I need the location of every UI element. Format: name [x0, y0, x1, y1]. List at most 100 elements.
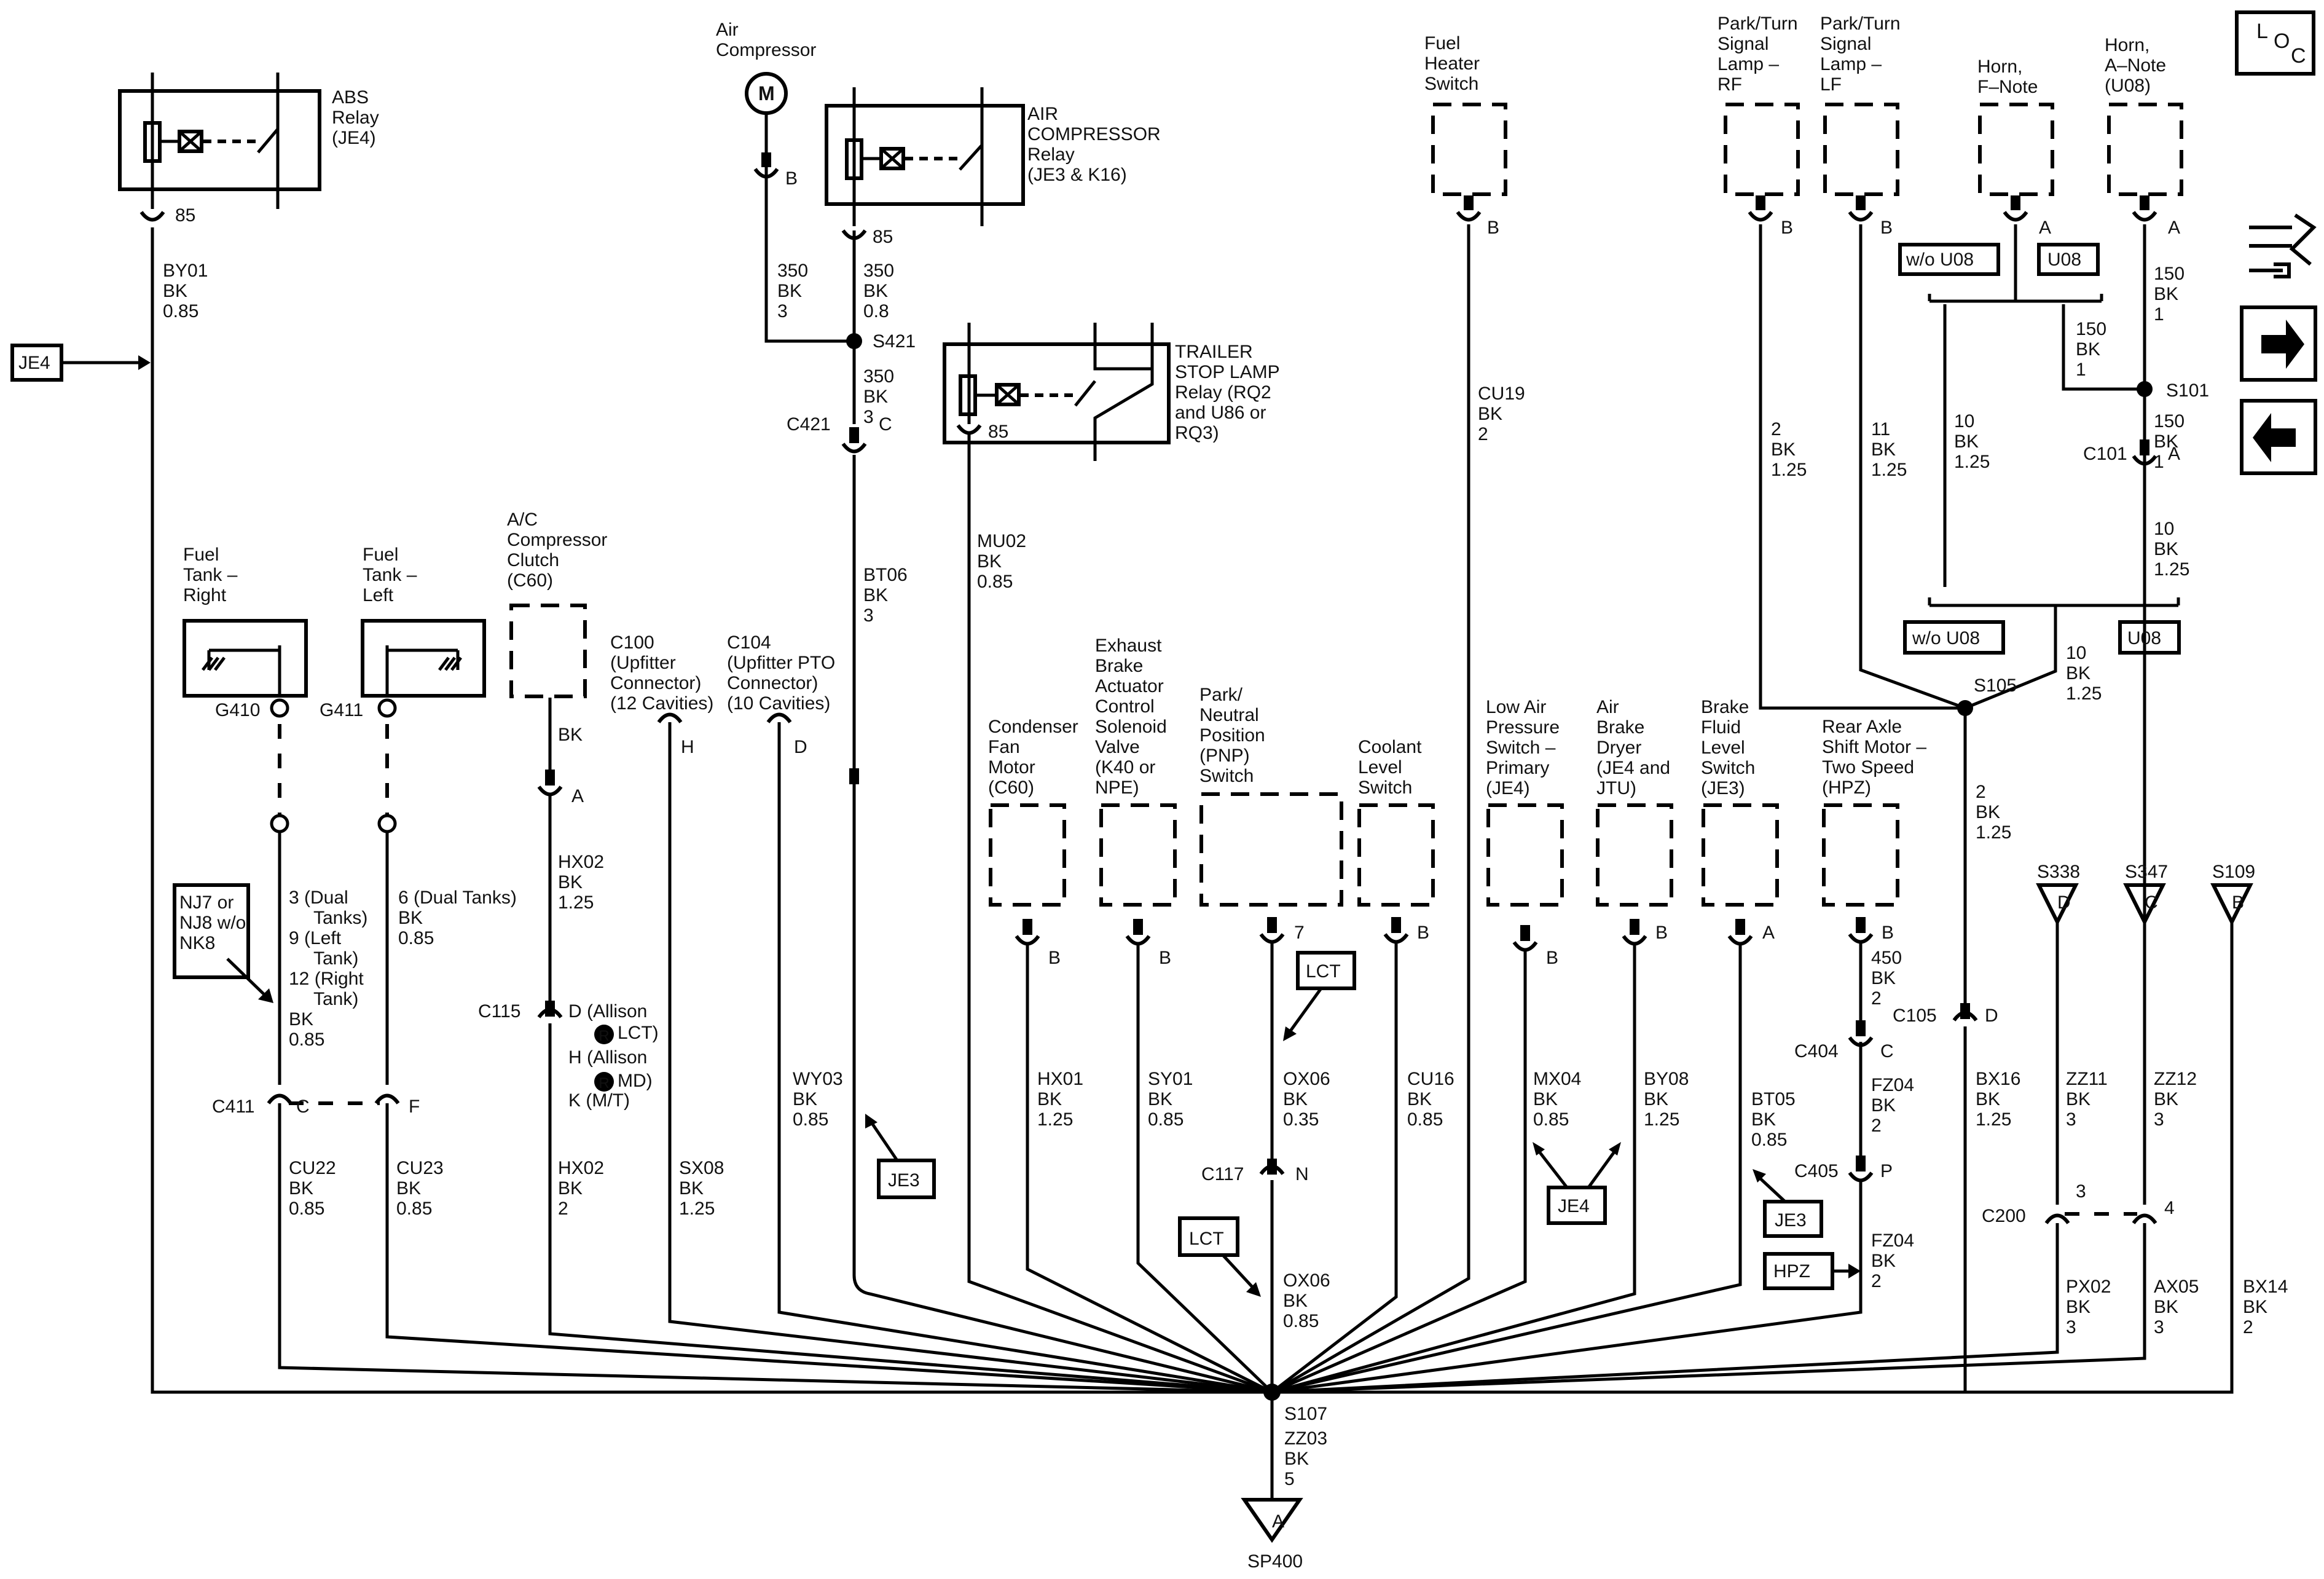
components-horn_f-line-1: F–Note — [1977, 77, 2038, 97]
wires-sx08-line-1: BK — [679, 1178, 704, 1199]
components-exhaust_brake-line-6: (K40 or — [1095, 757, 1155, 778]
wires-fz04_b-line-0: FZ04 — [1871, 1231, 1914, 1251]
device-boxes — [509, 103, 2183, 907]
wires-ax05-line-2: 3 — [2154, 1317, 2164, 1337]
components-fuel_tank_right-line-1: Tank – — [183, 565, 238, 585]
fuel-heater-box — [1431, 103, 1507, 196]
components-air_dryer-line-2: Dryer — [1596, 738, 1641, 758]
wires-w350_comp-line-2: 3 — [777, 301, 788, 321]
refs-s347-line-1: C — [2145, 892, 2158, 913]
wires-tank_r-line-1: Tanks) — [313, 908, 367, 928]
wires-zz11-line-0: ZZ11 — [2066, 1069, 2108, 1089]
wires-lf11-line-0: 11 — [1871, 419, 1890, 439]
connectors-c101-line-0: C101 — [2083, 444, 2127, 464]
wires-zz11-line-1: BK — [2066, 1089, 2090, 1109]
wires-hx02_b-line-2: 2 — [558, 1199, 568, 1219]
components-exhaust_brake-line-2: Actuator — [1095, 676, 1164, 696]
g410-terminal — [270, 698, 289, 718]
pins-lf_b: B — [1880, 218, 1893, 238]
wires-ox06_b-line-0: OX06 — [1283, 1270, 1330, 1291]
wires-bt05-line-0: BT05 — [1751, 1089, 1796, 1109]
wires-mu02-line-2: 0.85 — [977, 572, 1013, 592]
components-ac_clutch-line-2: Clutch — [507, 550, 559, 570]
components-air_compressor_relay-line-3: (JE3 & K16) — [1027, 165, 1127, 185]
connectors-r_badge: R — [599, 1028, 609, 1044]
components-air_compressor-line-1: Compressor — [716, 40, 816, 60]
components-brake_fluid_switch-line-4: (JE3) — [1701, 778, 1745, 798]
components-fuel_heater_switch-line-2: Switch — [1424, 74, 1478, 94]
wires-w150_s101-line-1: BK — [2076, 339, 2100, 360]
s107-dot — [1263, 1384, 1281, 1401]
connectors-c117-line-1: N — [1295, 1164, 1309, 1184]
labels: ABSRelay(JE4)AirCompressorAIRCOMPRESSORR… — [18, 14, 2306, 1572]
wires-ac_bk: BK — [558, 725, 583, 745]
fuel-tank-left — [361, 619, 486, 833]
wires-w10_wo-line-1: BK — [1954, 431, 1979, 452]
wires-w350_relay-line-2: 0.8 — [863, 301, 889, 321]
options-u08_b: U08 — [2127, 628, 2161, 648]
splices-s421: S421 — [873, 331, 916, 352]
connectors-c200-line-1: 3 — [2076, 1181, 2086, 1202]
pins-rf_b: B — [1781, 218, 1793, 238]
wires-zz12-line-2: 3 — [2154, 1109, 2164, 1130]
components-rear_axle_motor-line-0: Rear Axle — [1822, 717, 1902, 737]
wires-w2_s105-line-0: 2 — [1976, 782, 1986, 802]
wires-zz12-line-1: BK — [2154, 1089, 2178, 1109]
wires-cu19-line-0: CU19 — [1478, 384, 1525, 404]
pins-abs_85: 85 — [175, 205, 195, 226]
components-c100-line-2: Connector) — [610, 673, 701, 693]
components-low_air_switch-line-3: Primary — [1486, 758, 1549, 778]
components-abs_relay-line-0: ABS — [332, 87, 369, 108]
components-fuel_heater_switch-line-0: Fuel — [1424, 33, 1460, 53]
nav-loc-line-1: O — [2274, 30, 2290, 53]
components-air_dryer-line-0: Air — [1596, 697, 1619, 717]
connectors-c105-line-0: C105 — [1893, 1006, 1937, 1026]
wires-ox06_b-line-1: BK — [1283, 1291, 1308, 1311]
components-coolant_switch-line-0: Coolant — [1358, 737, 1422, 757]
components-c100-line-1: (Upfitter — [610, 653, 676, 673]
wires-cu16-line-0: CU16 — [1407, 1069, 1454, 1089]
wires-w2_s105-line-2: 1.25 — [1976, 822, 2011, 843]
park-turn-rf-box — [1724, 103, 1800, 196]
pins-fh_b: B — [1487, 218, 1499, 238]
connectors-c421-line-1: C — [879, 414, 892, 435]
wires-ax05-line-1: BK — [2154, 1297, 2178, 1317]
pins-ha_a: A — [2168, 218, 2180, 238]
pins-c104_d: D — [794, 737, 807, 757]
components-c100-line-3: (12 Cavities) — [610, 693, 713, 714]
wires-fz04_b-line-2: 2 — [1871, 1271, 1882, 1291]
wires-cu23-line-0: CU23 — [396, 1158, 444, 1178]
components-brake_fluid_switch-line-2: Level — [1701, 738, 1745, 758]
connectors-c115-line-2: LCT) — [618, 1023, 659, 1043]
connectors-c200-line-0: C200 — [1982, 1206, 2026, 1226]
connectors-c101-line-1: A — [2168, 444, 2180, 464]
wires-cu19-line-2: 2 — [1478, 424, 1488, 444]
connectors-c105-line-1: D — [1985, 1006, 1998, 1026]
components-park_turn_rf-line-1: Signal — [1717, 34, 1769, 54]
wires-px02-line-2: 3 — [2066, 1317, 2076, 1337]
wires-w10_wo-line-0: 10 — [1954, 411, 1974, 431]
wires-fz04_b-line-1: BK — [1871, 1251, 1896, 1271]
ac-clutch-box — [509, 604, 587, 698]
wires-mx04-line-2: 0.85 — [1533, 1109, 1569, 1130]
back-arrow-icon[interactable] — [2240, 399, 2317, 475]
loc-button[interactable] — [2235, 10, 2315, 76]
wires-w10_c101-line-0: 10 — [2154, 519, 2174, 539]
wires-ox06_a-line-1: BK — [1283, 1089, 1308, 1109]
wires-by08-line-2: 1.25 — [1644, 1109, 1679, 1130]
components-condenser_fan-line-1: Fan — [988, 737, 1020, 757]
components-pnp_switch-line-2: Position — [1199, 725, 1265, 746]
forward-arrow-icon[interactable] — [2240, 305, 2317, 382]
wires-w450-line-2: 2 — [1871, 988, 1882, 1009]
components-fuel_tank_right-line-2: Right — [183, 585, 227, 605]
fuel-tank-right — [183, 619, 308, 833]
wires-tank_r-line-5: Tank) — [313, 989, 358, 1009]
components-air_dryer-line-1: Brake — [1596, 717, 1644, 738]
s421-dot — [846, 333, 862, 349]
options-wo_u08_a: w/o U08 — [1906, 250, 1974, 270]
components-fuel_tank_left-line-2: Left — [363, 585, 394, 605]
tools-icon[interactable] — [2249, 213, 2317, 278]
wires-cu22-line-2: 0.85 — [289, 1199, 324, 1219]
pins-hf_a: A — [2039, 218, 2051, 238]
